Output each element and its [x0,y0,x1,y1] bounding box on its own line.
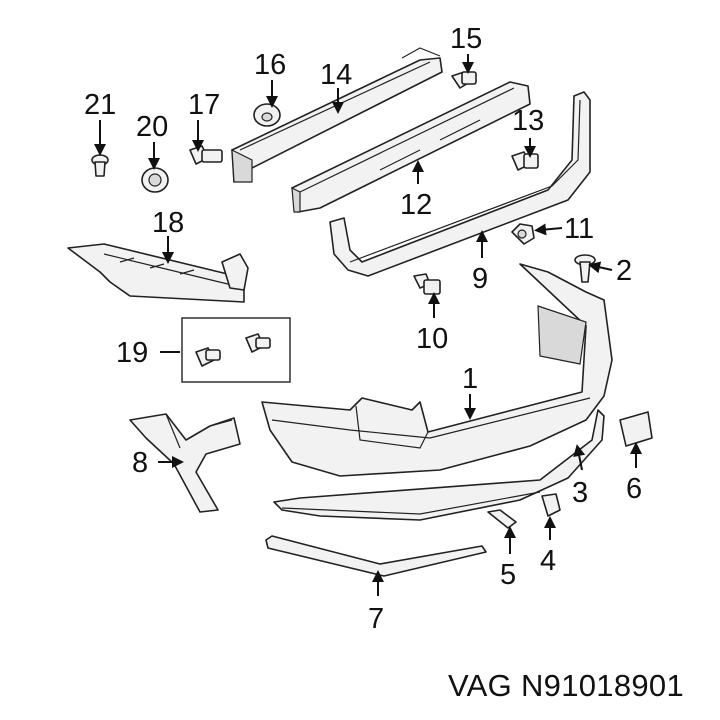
part-19-screw-kit [181,317,291,383]
callout-labels: 1 2 3 4 5 6 7 8 9 10 11 12 13 14 15 16 1… [84,23,642,635]
part-5-screw [487,509,517,529]
part-11-nut [511,223,535,245]
callout-20: 20 [136,111,168,143]
callout-21: 21 [84,89,116,121]
callout-17: 17 [188,89,220,121]
part-12-absorber [291,81,531,213]
callout-8: 8 [132,447,148,479]
part-17-bolt [189,145,223,165]
callout-19: 19 [116,337,148,369]
leader-lines [94,54,642,596]
callout-4: 4 [540,545,556,577]
part-number-label: VAG N91018901 [448,668,684,703]
part-2-push-clip [574,254,596,283]
callout-2: 2 [616,255,632,287]
part-6-cap [619,411,653,447]
callout-11: 11 [564,213,594,245]
part-13-bolt [511,151,539,171]
callout-14: 14 [320,59,352,91]
part-14-bracket [231,47,443,183]
part-21-rivet [91,154,109,177]
callout-9: 9 [472,263,488,295]
callout-15: 15 [450,23,482,55]
part-7-trim-strip [265,535,487,577]
callout-6: 6 [626,473,642,505]
callout-5: 5 [500,559,516,591]
part-16-clip-nut [253,103,281,127]
part-1-bumper-cover [261,263,613,477]
callout-7: 7 [368,603,384,635]
part-4-clip [541,493,561,517]
part-20-clip [141,167,169,193]
callout-1: 1 [462,363,478,395]
callout-13: 13 [512,105,544,137]
callout-3: 3 [572,477,588,509]
callout-10: 10 [416,323,448,355]
part-10-bolt [413,273,441,295]
part-3-lower-valance [273,409,605,521]
callout-18: 18 [152,207,184,239]
callout-16: 16 [254,49,286,81]
part-15-bolt [451,71,477,89]
callout-12: 12 [400,189,432,221]
part-18-side-bracket [67,243,249,303]
part-9-impact-bar [329,91,591,277]
